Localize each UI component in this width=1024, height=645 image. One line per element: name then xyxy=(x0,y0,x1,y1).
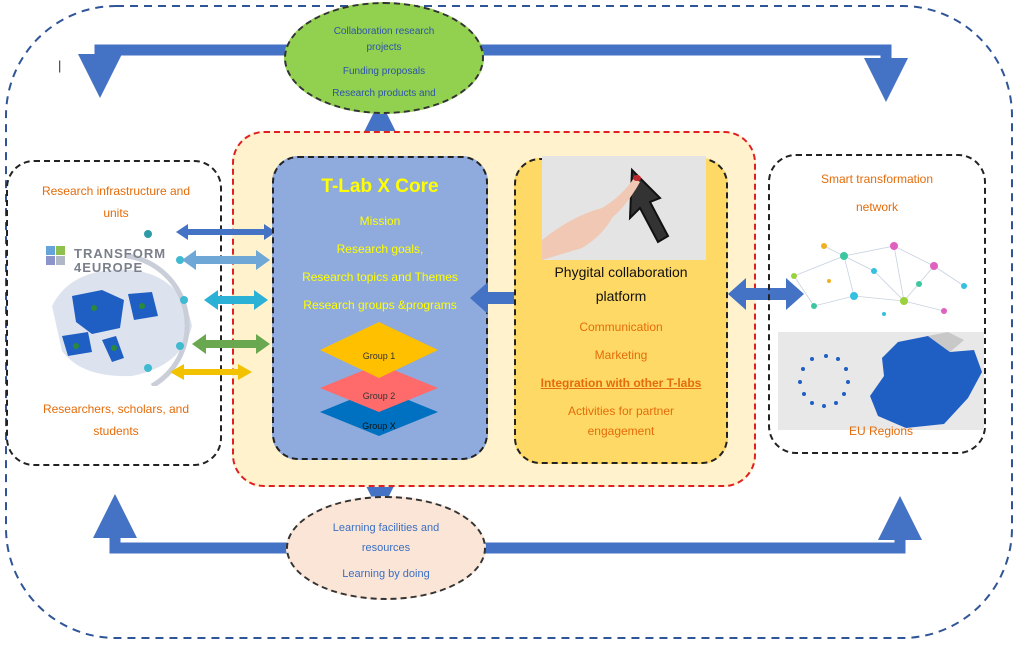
bottom-right-arrow xyxy=(480,496,922,554)
left-box-footer1: Researchers, scholars, and xyxy=(42,402,190,416)
top-ellipse-line3: Funding proposals xyxy=(342,66,426,77)
core-item-3: Research topics and Themes xyxy=(302,270,458,284)
bottom-ellipse-line1: Learning facilities and xyxy=(332,522,440,534)
connector-5 xyxy=(144,364,252,380)
right-box-title2: network xyxy=(855,200,899,214)
group-2-layer xyxy=(320,364,438,412)
group-x-label: Group X xyxy=(362,421,396,431)
top-left-arrow xyxy=(78,44,290,98)
platform-item-4: Activities for partner xyxy=(567,404,675,418)
platform-box: Phygital collaboration platform Communic… xyxy=(514,156,728,464)
left-box: Research infrastructure and units TRANSF… xyxy=(6,160,222,466)
group-1-label: Group 1 xyxy=(362,351,396,361)
bottom-ellipse-line2: resources xyxy=(361,542,411,554)
network-graph xyxy=(791,242,967,316)
hand-cursor-image xyxy=(542,156,706,260)
platform-network-arrow xyxy=(728,278,804,310)
platform-title1: Phygital collaboration xyxy=(554,264,688,280)
left-connectors xyxy=(144,224,276,380)
left-box-footer2: students xyxy=(93,424,139,438)
connector-3 xyxy=(180,290,268,310)
platform-title2: platform xyxy=(595,288,647,304)
bottom-ellipse-line3: Learning by doing xyxy=(342,568,430,580)
platform-item-2: Marketing xyxy=(594,348,648,362)
platform-item-5: engagement xyxy=(587,424,655,438)
top-ellipse: Collaboration research projects Funding … xyxy=(284,2,484,114)
group-2-label: Group 2 xyxy=(362,391,396,401)
left-box-title1: Research infrastructure and xyxy=(41,184,191,198)
logo-line2: 4EUROPE xyxy=(74,260,144,275)
core-box: T-Lab X Core Mission Research goals, Res… xyxy=(272,156,488,460)
top-right-arrow xyxy=(480,44,908,102)
core-item-1: Mission xyxy=(359,214,401,228)
platform-item-1: Communication xyxy=(579,320,663,334)
group-stack xyxy=(320,322,438,436)
connector-1 xyxy=(144,224,276,240)
right-box-footer: EU Regions xyxy=(848,424,914,438)
top-ellipse-line2: projects xyxy=(366,42,402,53)
top-ellipse-line4: Research products and xyxy=(332,88,436,99)
top-ellipse-line1: Collaboration research xyxy=(333,26,435,37)
bottom-ellipse: Learning facilities and resources Learni… xyxy=(286,496,486,600)
core-item-4: Research groups &programs xyxy=(303,298,457,312)
core-title: T-Lab X Core xyxy=(321,176,439,197)
eu-map-image xyxy=(778,332,984,430)
platform-item-3: Integration with other T-labs xyxy=(540,376,702,390)
text-cursor-mark: | xyxy=(58,58,62,73)
connector-2 xyxy=(176,250,270,270)
bottom-left-arrow xyxy=(93,494,290,554)
right-box: Smart transformation network xyxy=(768,154,986,454)
right-box-title1: Smart transformation xyxy=(820,172,934,186)
europe-map-illustration xyxy=(46,246,192,386)
group-1-layer xyxy=(320,322,438,378)
left-box-title2: units xyxy=(103,206,129,220)
core-item-2: Research goals, xyxy=(336,242,424,256)
logo-line1: TRANSFORM xyxy=(74,246,167,261)
connector-4 xyxy=(176,334,270,354)
